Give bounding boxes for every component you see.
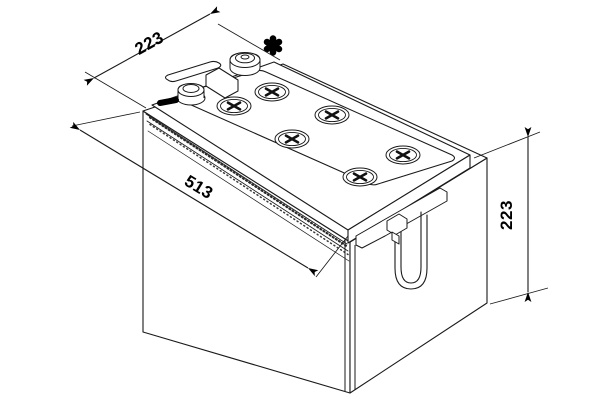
- vent-cap[interactable]: [254, 82, 290, 102]
- plus-marker: [263, 35, 283, 56]
- minus-marker: [157, 97, 179, 106]
- vent-cap[interactable]: [274, 129, 310, 149]
- handle-mount-lug: [386, 213, 408, 245]
- vent-cap[interactable]: [385, 145, 421, 165]
- dimension-height-223: 223: [473, 127, 549, 305]
- vent-cap[interactable]: [314, 105, 350, 125]
- dimension-label-height: 223: [497, 200, 516, 230]
- case-corner-edge: [344, 240, 356, 391]
- negative-terminal-post[interactable]: [176, 83, 206, 106]
- carry-handle[interactable]: [394, 211, 428, 290]
- vent-cap[interactable]: [216, 96, 252, 116]
- positive-terminal-post[interactable]: [229, 52, 261, 76]
- vent-cap[interactable]: [342, 167, 378, 187]
